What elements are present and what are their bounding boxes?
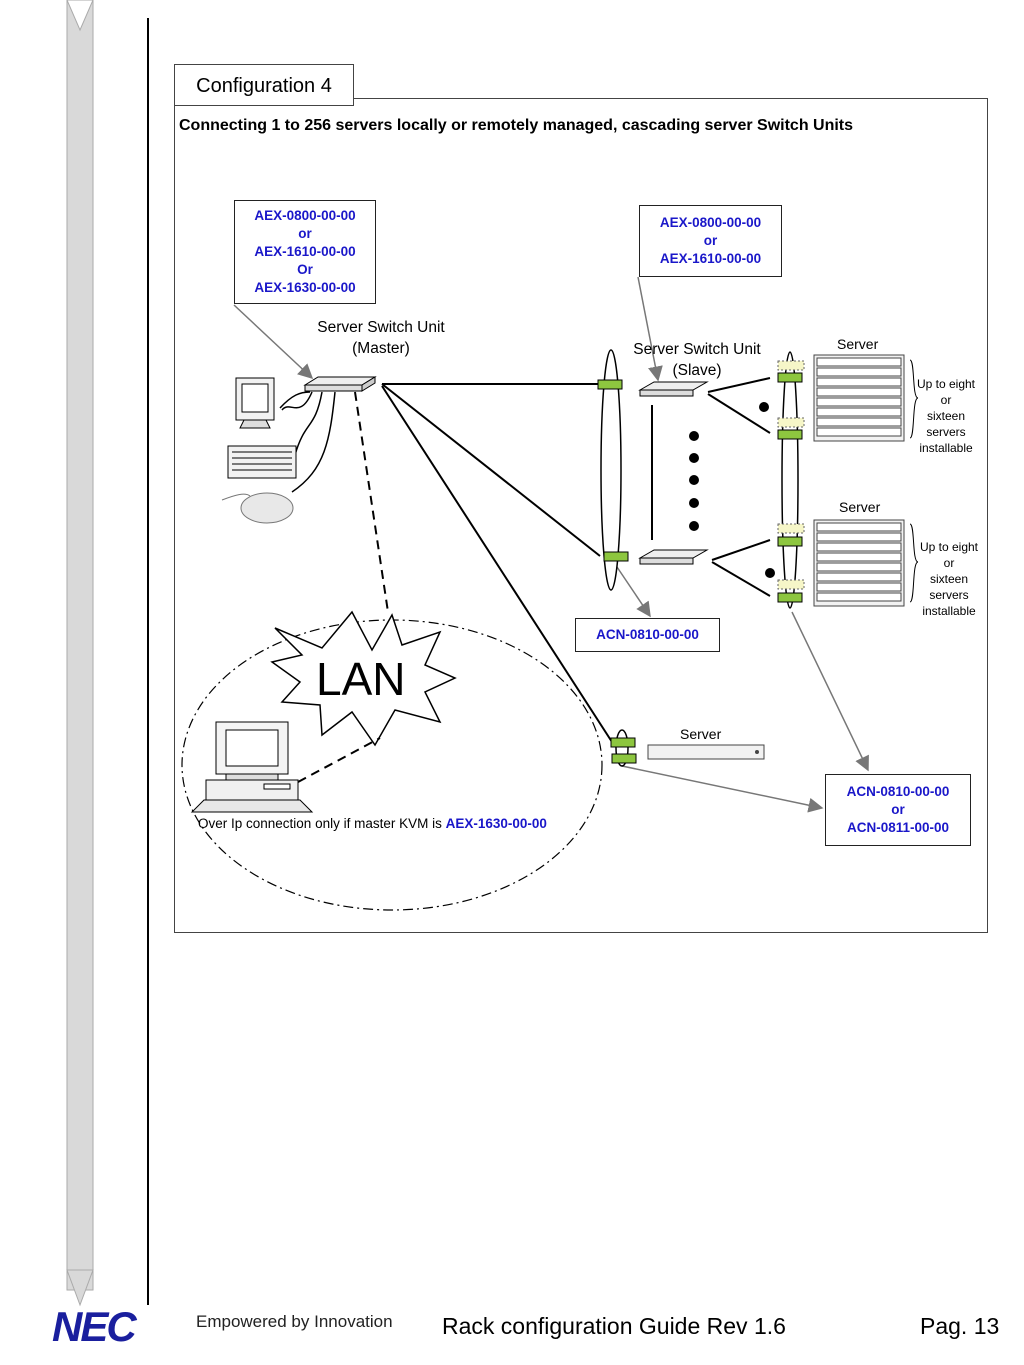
- capacity-note-top: Up to eight or sixteen servers installab…: [916, 377, 976, 455]
- nec-logo: NEC: [52, 1303, 137, 1350]
- master-part-box: AEX-0800-00-00 or AEX-1610-00-00 Or AEX-…: [234, 200, 376, 304]
- slave-part-box: AEX-0800-00-00 or AEX-1610-00-00: [639, 205, 782, 277]
- server-mid-label: Server: [839, 499, 881, 515]
- configuration-panel: [174, 98, 988, 933]
- mouse-icon: [221, 492, 294, 524]
- brand-tagline: Empowered by Innovation: [196, 1312, 393, 1331]
- server-bottom-label: Server: [680, 726, 722, 742]
- cable-slave-part-box: ACN-0810-00-00: [575, 618, 720, 652]
- slave-switch-bottom: [638, 549, 709, 565]
- diagram-heading: Connecting 1 to 256 servers locally or r…: [179, 117, 854, 134]
- keyboard-icon: [227, 445, 297, 479]
- computer-icon: [190, 721, 314, 813]
- server-rack-mid: [813, 519, 919, 607]
- master-switch: [303, 376, 377, 392]
- configuration-tab: Configuration 4: [174, 64, 354, 106]
- cable-server-part-box: ACN-0810-00-00 or ACN-0811-00-00: [825, 774, 971, 846]
- lan-burst: [270, 610, 457, 747]
- over-ip-note: Over Ip connection only if master KVM is…: [198, 816, 547, 831]
- server-single: [647, 744, 765, 760]
- monitor-icon: [235, 377, 275, 429]
- server-rack-top: [813, 354, 919, 442]
- lan-label: LAN: [316, 653, 406, 705]
- capacity-note-mid: Up to eight or sixteen servers installab…: [919, 540, 979, 618]
- document-title: Rack configuration Guide Rev 1.6: [442, 1313, 786, 1339]
- master-switch-label: Server Switch Unit (Master): [317, 319, 445, 357]
- server-top-label: Server: [837, 336, 879, 352]
- page-number: Pag. 13: [920, 1313, 1000, 1339]
- slave-switch-label: Server Switch Unit (Slave): [633, 341, 761, 379]
- slave-switch-top: [638, 381, 709, 397]
